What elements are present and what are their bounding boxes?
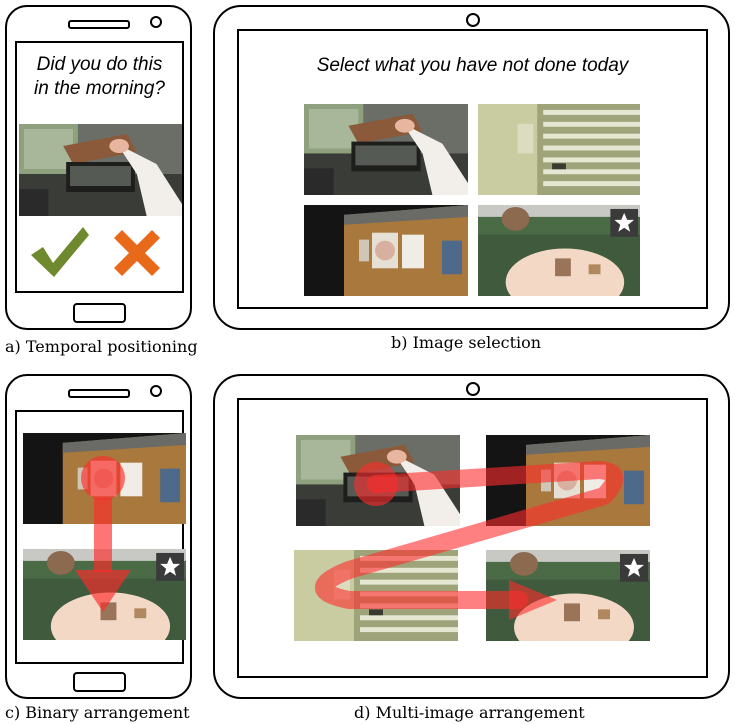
- phone-camera: [150, 385, 162, 397]
- tablet-screen-b: Select what you have not done today: [237, 29, 708, 309]
- phone-device-c: [5, 374, 192, 699]
- caption-d: d) Multi-image arrangement: [354, 703, 585, 722]
- sequence-arrow: [315, 461, 624, 620]
- phone-speaker: [68, 20, 130, 29]
- phone-camera: [150, 16, 162, 28]
- selection-prompt: Select what you have not done today: [316, 55, 629, 76]
- phone-speaker: [68, 389, 130, 398]
- tablet-camera: [466, 382, 480, 396]
- tablet-camera: [466, 13, 480, 27]
- phone-screen-a: Did you do this in the morning?: [15, 41, 184, 293]
- selectable-image-table[interactable]: [478, 205, 640, 296]
- caption-a: a) Temporal positioning: [5, 337, 198, 356]
- tablet-screen-d: [237, 398, 708, 678]
- reject-cross-button[interactable]: [114, 230, 160, 276]
- caption-b: b) Image selection: [391, 333, 542, 352]
- question-prompt: Did you do this in the morning?: [34, 54, 165, 99]
- activity-image: [19, 124, 182, 216]
- tablet-device-d: [213, 374, 730, 699]
- tablet-device-b: Select what you have not done today: [213, 5, 730, 330]
- caption-c: c) Binary arrangement: [5, 703, 190, 722]
- selectable-image-board[interactable]: [304, 205, 468, 296]
- phone-device-a: Did you do this in the morning?: [5, 5, 192, 330]
- cross-icon: [114, 230, 160, 276]
- drag-arrow: [75, 456, 131, 612]
- phone-screen-c: [15, 410, 186, 664]
- checkmark-icon: [31, 227, 89, 277]
- selectable-image-printer[interactable]: [304, 104, 468, 195]
- selectable-image-shelf[interactable]: [478, 104, 640, 195]
- confirm-check-button[interactable]: [29, 225, 89, 277]
- phone-home-button[interactable]: [73, 303, 126, 323]
- phone-home-button[interactable]: [73, 672, 126, 692]
